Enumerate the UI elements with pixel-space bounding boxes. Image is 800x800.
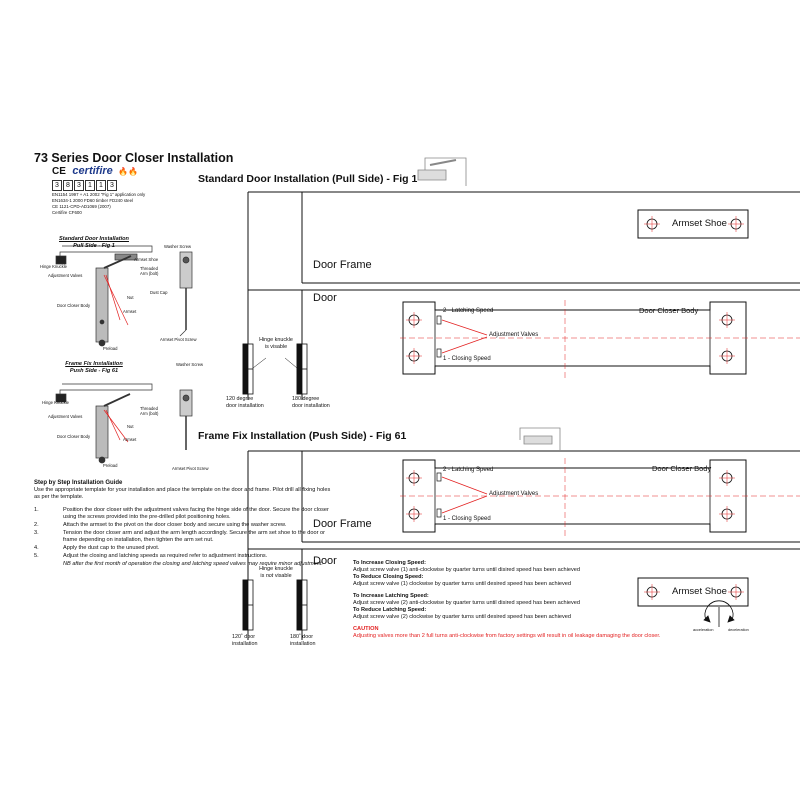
label-washer-screw: Washer Screw [164, 244, 192, 249]
small-fig1-drawing [55, 245, 193, 347]
certifire-logo: certifire [72, 165, 113, 177]
cert-digit: 1 [96, 180, 106, 191]
standard-line: Certifire CF600 [52, 210, 82, 215]
fig1-hinge-knuckles [242, 343, 308, 395]
standards-list: EN1154 1997 + A1 2002 "Fig 1" applicatio… [52, 192, 145, 216]
label-adjustment-valves: Adjustment Valves [48, 414, 83, 419]
fig1-closing-speed-label: 1 - Closing Speed [443, 356, 491, 362]
page-title: 73 Series Door Closer Installation [34, 151, 234, 165]
fig61-hinge-knuckles [242, 579, 308, 631]
inc-latching-text: Adjust screw valve (2) anti-clockwise by… [353, 600, 580, 606]
installation-guide: Step by Step Installation Guide Use the … [34, 480, 334, 568]
cert-digit: 3 [107, 180, 117, 191]
inc-closing-text: Adjust screw valve (1) anti-clockwise by… [353, 567, 580, 573]
small-fig1-title: Standard Door Installation Pull Side - F… [59, 236, 129, 249]
label-dust-cap: Dust Cap [150, 290, 168, 295]
label-washer-screw: Washer Screw [176, 362, 204, 367]
label-armset: Armset [123, 437, 137, 442]
fig61-latching-speed-label: 2 - Latching Speed [443, 467, 494, 473]
fig1-title: Standard Door Installation (Pull Side) -… [198, 173, 418, 185]
small-fig61-title: Frame Fix Installation Push Side - Fig 6… [65, 361, 123, 374]
label-preload: Preload [103, 346, 118, 351]
label-armset-pivot-screw: Armset Pivot Screw [172, 466, 209, 471]
guide-steps: 1.Position the door closer with the adju… [34, 507, 334, 560]
fig61-title: Frame Fix Installation (Push Side) - Fig… [198, 430, 407, 442]
fig61-door-label: Door [313, 555, 337, 567]
label-armset-shoe: Armset Shoe [134, 257, 159, 262]
fig61-thumbnail-sketch [519, 427, 561, 450]
guide-heading: Step by Step Installation Guide [34, 480, 123, 486]
fig1-latching-speed-label: 2 - Latching Speed [443, 308, 494, 314]
cert-digit: 3 [52, 180, 62, 191]
list-item: 5.Adjust the closing and latching speeds… [34, 553, 268, 559]
guide-intro: Use the appropriate template for your in… [34, 487, 331, 500]
certification-number: 3 8 3 1 1 3 [52, 180, 118, 191]
fig1-door-frame-label: Door Frame [313, 259, 372, 271]
label-armset-pivot-screw: Armset Pivot Screw [160, 337, 197, 342]
flame-icon: 🔥🔥 [118, 167, 139, 176]
fig1-armset-shoe [637, 209, 749, 239]
label-threaded-arm: Threaded Arm (bolt) [140, 266, 159, 276]
certification-marks: CE certifire 🔥🔥 [52, 165, 138, 177]
small-fig61-drawing [55, 383, 193, 464]
dial-deceleration-label: deceleration [728, 628, 749, 632]
dial-acceleration-label: acceleration [693, 628, 714, 632]
cert-digit: 3 [74, 180, 84, 191]
fig61-door-closer-body [400, 458, 800, 536]
label-hinge-knuckle: Hinge Knuckle [42, 400, 70, 405]
inc-latching-heading: To Increase Latching Speed: [353, 593, 429, 599]
fig1-door-closer-body [400, 300, 800, 378]
caution-heading: CAUTION [353, 626, 379, 632]
label-nut: Nut [127, 295, 134, 300]
adjustment-dial [703, 600, 735, 627]
adjustment-instructions: To Increase Closing Speed: Adjust screw … [353, 560, 773, 640]
cert-digit: 1 [85, 180, 95, 191]
list-item: 3.Tension the door closer arm and adjust… [34, 530, 326, 543]
fig1-180-caption: 180 degree door installation [292, 396, 330, 409]
fig1-door-closer-body-label: Door Closer Body [639, 306, 699, 315]
fig1-thumbnail-sketch [417, 157, 467, 186]
red-closing-text: Adjust screw valve (1) clockwise by quar… [353, 581, 571, 587]
label-adjustment-valves: Adjustment Valves [48, 273, 83, 278]
label-door-closer-body: Door Closer Body [57, 434, 91, 439]
fig61-adjustment-valves-label: Adjustment Valves [489, 491, 539, 497]
fig61-armset-shoe [637, 577, 749, 607]
label-preload: Preload [103, 463, 118, 468]
guide-note: NB after the first month of operation th… [63, 561, 323, 567]
fig1-armset-shoe-label: Armset Shoe [672, 218, 727, 229]
fig61-hinge-note: Hinge knuckle is not visable [259, 566, 293, 579]
label-armset: Armset [123, 309, 137, 314]
fig61-120-caption: 120˚ door installation [232, 634, 258, 647]
fig61-door-closer-body-label: Door Closer Body [652, 464, 712, 473]
list-item: 1.Position the door closer with the adju… [34, 507, 329, 520]
standard-line: EN1634-1 2000 FD60 timber FD240 steel [52, 198, 134, 203]
fig61-180-caption: 180˚ door installation [290, 634, 316, 647]
cert-digit: 8 [63, 180, 73, 191]
caution-text: Adjusting valves more than 2 full turns … [353, 633, 661, 639]
ce-mark: CE [52, 166, 66, 177]
red-latching-text: Adjust screw valve (2) clockwise by quar… [353, 614, 571, 620]
list-item: 4.Apply the dust cap to the unused pivot… [34, 545, 160, 551]
standard-line: CE 1121-CPD-AD1069 (2007) [52, 204, 111, 209]
standard-line: EN1154 1997 + A1 2002 "Fig 1" applicatio… [52, 192, 146, 197]
list-item: 2.Attach the armset to the pivot on the … [34, 522, 287, 528]
red-closing-heading: To Reduce Closing Speed: [353, 574, 424, 580]
red-latching-heading: To Reduce Latching Speed: [353, 607, 427, 613]
fig61-closing-speed-label: 1 - Closing Speed [443, 516, 491, 522]
fig61-armset-shoe-label: Armset Shoe [672, 586, 727, 597]
fig1-hinge-note: Hinge knuckle is visable [259, 337, 293, 350]
fig1-120-caption: 120 degree door installation [226, 396, 264, 409]
label-threaded-arm: Threaded Arm (bolt) [140, 406, 159, 416]
fig61-frame [247, 450, 800, 640]
fig1-door-label: Door [313, 292, 337, 304]
fig61-door-frame-label: Door Frame [313, 518, 372, 530]
label-hinge-knuckle: Hinge Knuckle [40, 264, 68, 269]
label-nut: Nut [127, 424, 134, 429]
inc-closing-heading: To Increase Closing Speed: [353, 560, 426, 566]
fig1-adjustment-valves-label: Adjustment Valves [489, 332, 539, 338]
label-door-closer-body: Door Closer Body [57, 303, 91, 308]
